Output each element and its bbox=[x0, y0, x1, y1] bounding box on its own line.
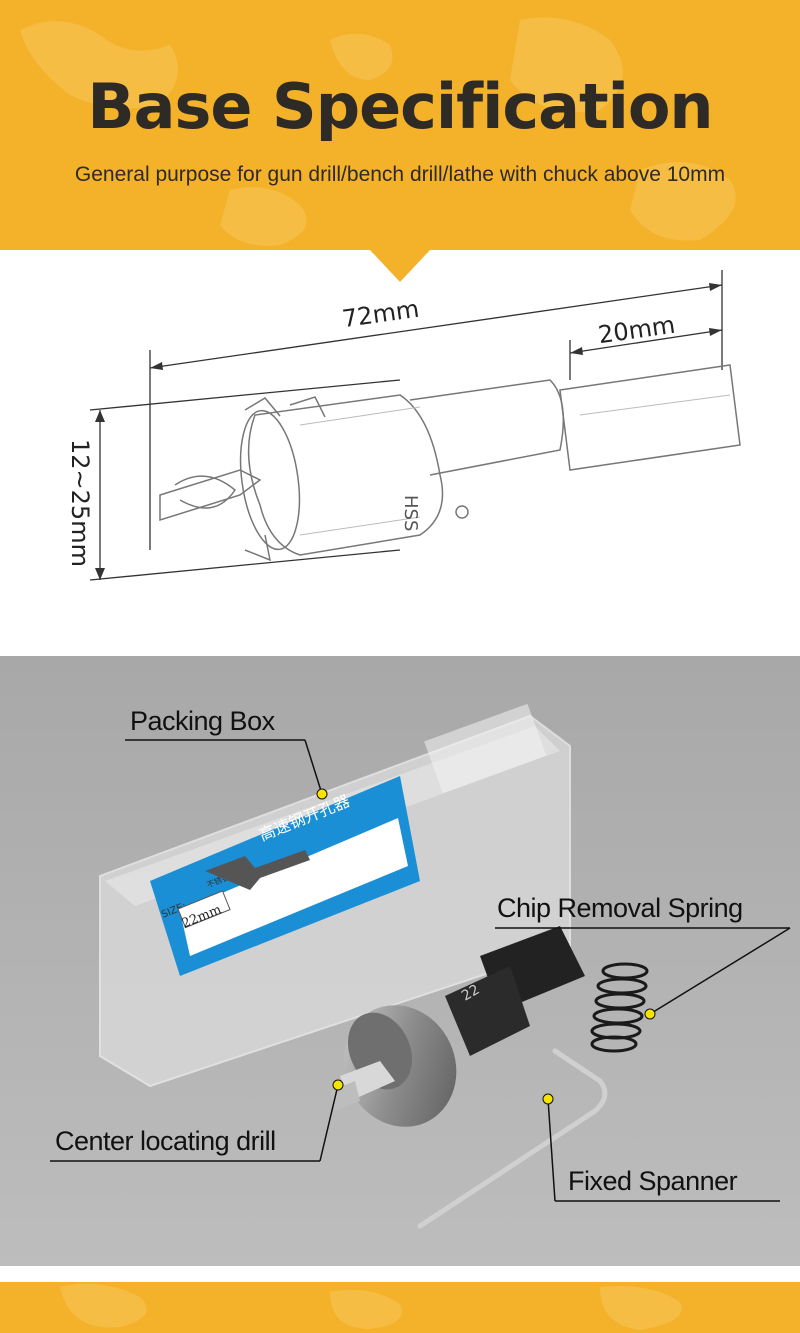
callout-chip-spring: Chip Removal Spring bbox=[497, 893, 743, 923]
page-title: Base Specification bbox=[87, 70, 713, 143]
hole-saw-sketch: HSS bbox=[89, 270, 741, 581]
callout-packing-box: Packing Box bbox=[130, 706, 275, 736]
header-background bbox=[0, 0, 800, 282]
dimension-diameter: 12~25mm bbox=[66, 439, 94, 567]
product-illustration: 高速钢开孔器 SIZE: 22mm 不锈钢专用 22 bbox=[0, 656, 800, 1266]
product-photo: 高速钢开孔器 SIZE: 22mm 不锈钢专用 22 bbox=[0, 656, 800, 1266]
fixed-spanner bbox=[417, 1048, 608, 1229]
callout-center-drill: Center locating drill bbox=[55, 1126, 276, 1156]
callout-fixed-spanner: Fixed Spanner bbox=[568, 1166, 738, 1196]
hss-marking: HSS bbox=[400, 495, 421, 531]
cutter-size-marking: 22 bbox=[459, 982, 482, 1005]
packing-box: 高速钢开孔器 SIZE: 22mm 不锈钢专用 bbox=[99, 703, 571, 1088]
header-banner: Base Specification General purpose for g… bbox=[0, 0, 800, 290]
footer-pattern bbox=[60, 1283, 682, 1330]
footer-banner bbox=[0, 1282, 800, 1333]
hole-saw-cutter: 22 bbox=[330, 926, 585, 1127]
chip-removal-spring bbox=[590, 962, 649, 1053]
page-subtitle: General purpose for gun drill/bench dril… bbox=[74, 163, 726, 186]
dimension-diagram: HSS 72mm 20mm 12~25mm bbox=[0, 250, 800, 650]
